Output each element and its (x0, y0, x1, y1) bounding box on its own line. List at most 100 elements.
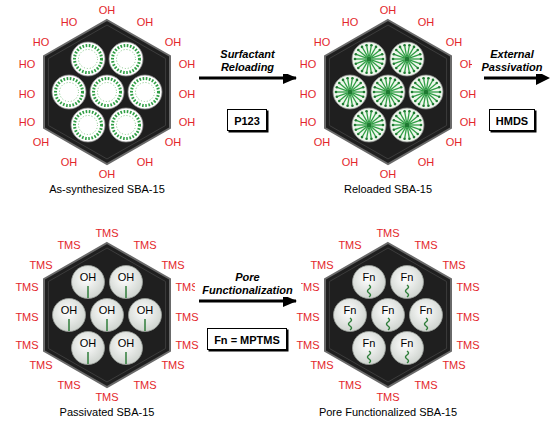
surfactant-head (438, 86, 441, 89)
surface-group-label: TMS (133, 379, 156, 391)
reagent-label: Fn = MPTMS (214, 334, 280, 346)
surfactant-head (419, 53, 422, 56)
surface-group-label: TMS (442, 259, 465, 271)
pore-wall (71, 42, 105, 76)
pore-wall (409, 75, 443, 109)
surfactant-head (373, 91, 376, 94)
pore (390, 42, 424, 76)
surfactant-head (427, 77, 430, 80)
pore-wall (110, 332, 143, 365)
surfactant-core (117, 116, 136, 135)
surfactant-head (413, 70, 416, 73)
functional-pore: OH (52, 298, 86, 332)
surface-group-label: OH (179, 88, 196, 100)
pore-group-label: OH (52, 304, 86, 316)
surfactant-head (382, 58, 385, 61)
silanol-bond (106, 319, 108, 331)
surfactant-head (416, 133, 419, 136)
pore-wall (353, 332, 386, 365)
surfactant-chain (409, 121, 419, 125)
pore (109, 108, 143, 142)
surfactant-head (359, 82, 362, 85)
surfactant-micelle (75, 112, 102, 139)
surfactant-head (370, 71, 373, 74)
silanol-bond (144, 319, 146, 331)
silica-hexagon (44, 20, 170, 164)
surfactant-head (392, 58, 395, 61)
surfactant-head (336, 95, 339, 98)
surface-group-label: OH (314, 136, 331, 148)
surfactant-head (362, 95, 365, 98)
surface-group-label: TMS (376, 227, 399, 239)
surfactant-chain (413, 91, 424, 92)
surfactant-head (408, 71, 411, 74)
surfactant-micelle (94, 79, 121, 106)
surfactant-head (370, 110, 373, 113)
surfactant-head (439, 91, 442, 94)
surface-group-label: OH (342, 156, 359, 168)
surface-group-label: TMS (15, 311, 38, 323)
functional-pore: OH (71, 265, 105, 299)
particle-caption: Reloaded SBA-15 (344, 182, 432, 196)
surfactant-chain (424, 79, 426, 89)
surfactant-head (395, 49, 398, 52)
surfactant-head (363, 91, 366, 94)
surface-group-label: OH (460, 88, 477, 100)
pore-wall (410, 299, 443, 332)
pore-group-label: Fn (390, 271, 424, 283)
surfactant-chain (394, 124, 405, 125)
functional-pore: OH (128, 298, 162, 332)
surface-group-label: TMS (95, 391, 118, 403)
surface-group-label: TMS (296, 339, 319, 351)
micelle-center (405, 57, 410, 62)
surfactant-head (435, 82, 438, 85)
surfactant-core (136, 83, 155, 102)
surfactant-head (419, 62, 422, 65)
pore-wall (372, 299, 405, 332)
surfactant-micelle (132, 79, 159, 106)
pore-wall (109, 108, 143, 142)
surfactant-head (393, 119, 396, 122)
hexagonal-particle (296, 0, 480, 182)
pore-wall (390, 108, 424, 142)
micelle-center (367, 57, 372, 62)
surfactant-head (416, 49, 419, 52)
surface-group-label: HO (19, 58, 36, 70)
surfactant-head (356, 79, 359, 82)
surfactant-head (381, 53, 384, 56)
surfactant-head (414, 100, 417, 103)
surface-group-label: OH (380, 168, 397, 180)
surface-group-label: OH (179, 58, 196, 70)
surface-group-label: TMS (161, 259, 184, 271)
surface-group-label: TMS (376, 391, 399, 403)
silica-hexagon (44, 243, 170, 387)
surface-group-label: HO (300, 58, 317, 70)
surfactant-chain (395, 60, 405, 64)
surfactant-head (361, 46, 364, 49)
surface-group-label: HO (61, 16, 78, 28)
surfactant-head (357, 133, 360, 136)
surface-group-label: TMS (57, 239, 80, 251)
pore-group-label: OH (128, 304, 162, 316)
surfactant-head (375, 112, 378, 115)
surfactant-head (365, 44, 368, 47)
surface-group-label: HO (33, 36, 50, 48)
surfactant-head (376, 82, 379, 85)
surfactant-chain (410, 58, 421, 59)
pore (109, 42, 143, 76)
surfactant-head (356, 103, 359, 106)
surface-group-label: TMS (15, 281, 38, 293)
sba15-particle: Reloaded SBA-15 (296, 0, 480, 182)
surfactant-head (357, 67, 360, 70)
surface-group-label: OH (165, 136, 182, 148)
surfactant-head (370, 44, 373, 47)
pore-wall (72, 332, 105, 365)
silica-hexagon (325, 20, 451, 164)
surfactant-micelle (113, 46, 140, 73)
surfactant-head (378, 67, 381, 70)
surfactant-head (381, 62, 384, 65)
surface-group-label: OH (165, 36, 182, 48)
surfactant-chain (426, 94, 428, 104)
surfactant-head (422, 104, 425, 107)
surfactant-head (432, 79, 435, 82)
